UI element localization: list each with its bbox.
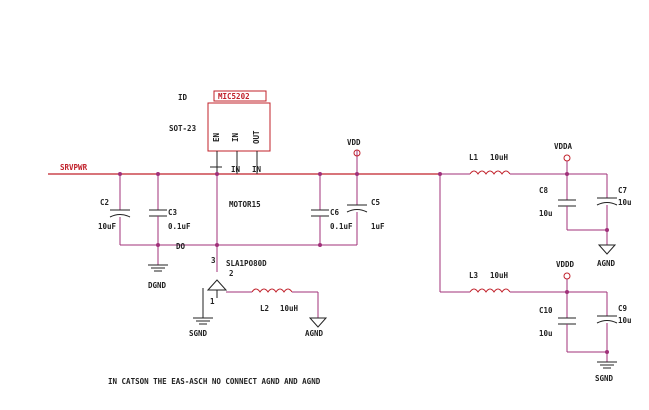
junction-dot — [318, 172, 322, 176]
footer-note: IN CATSON THE EAS-ASCH NO CONNECT AGND A… — [108, 377, 321, 386]
c7-value: 10u — [618, 198, 632, 207]
c10-value: 10u — [539, 329, 553, 338]
l2-symbol — [251, 288, 293, 293]
c10-ref: C10 — [539, 306, 553, 315]
net-label-sgnd: SGND — [189, 329, 208, 338]
l1-ref: L1 — [469, 153, 479, 162]
junction-dot — [156, 243, 160, 247]
c6-ref: C6 — [330, 208, 340, 217]
c2-symbol — [109, 209, 131, 218]
c7-ref: C7 — [618, 186, 627, 195]
ic-pin-out: OUT — [252, 130, 261, 144]
ic-pin-in-label: IN — [231, 165, 241, 174]
ic-pin-out-label: IN — [252, 165, 262, 174]
junction-dot — [318, 243, 322, 247]
c7-symbol — [596, 197, 618, 206]
junction-dot — [605, 228, 609, 232]
l2-ref: L2 — [260, 304, 269, 313]
c5-ref: C5 — [371, 198, 380, 207]
l3-symbol — [469, 288, 511, 293]
net-label-vdd: VDD — [347, 138, 361, 147]
c6-value: 0.1uF — [330, 222, 353, 231]
c9-symbol — [596, 315, 618, 324]
junction-dot — [355, 172, 359, 176]
upper-agnd-symbol — [597, 244, 617, 255]
c5-value: 1uF — [371, 222, 385, 231]
junction-dot — [605, 350, 609, 354]
l1-value: 10uH — [490, 153, 509, 162]
junction-dot — [118, 172, 122, 176]
ic-pin-en: EN — [212, 132, 221, 142]
c2-value: 10uF — [98, 222, 117, 231]
c8-value: 10u — [539, 209, 553, 218]
jumper-pin-2: 2 — [229, 269, 234, 278]
net-label-vddd: VDDD — [556, 260, 575, 269]
net-label-ground-node: DO — [176, 242, 186, 251]
sgnd-symbol — [193, 317, 213, 325]
ic-ref: ID — [178, 93, 188, 102]
vddd-port-symbol — [563, 272, 571, 280]
c8-symbol — [558, 199, 576, 207]
junction-dot — [215, 243, 219, 247]
jumper-symbol — [206, 279, 228, 291]
c2-ref: C2 — [100, 198, 109, 207]
junction-dot — [215, 172, 219, 176]
jumper-pin-1: 1 — [210, 297, 215, 306]
net-label-vdda: VDDA — [554, 142, 573, 151]
c5-symbol — [346, 204, 368, 213]
c10-symbol — [558, 317, 576, 325]
junction-dot — [156, 172, 160, 176]
net-label-srvpwr: SRVPWR — [60, 163, 88, 172]
c3-ref: C3 — [168, 208, 178, 217]
ic-part-label: MIC5202 — [218, 92, 250, 101]
c3-value: 0.1uF — [168, 222, 191, 231]
l1-symbol — [469, 170, 511, 175]
c3-symbol — [149, 209, 167, 217]
c9-ref: C9 — [618, 304, 628, 313]
junction-dot — [438, 172, 442, 176]
l3-ref: L3 — [469, 271, 479, 280]
ic-pin-in: IN — [231, 132, 240, 142]
vdda-port-symbol — [563, 154, 571, 162]
ic-package: SOT-23 — [169, 124, 197, 133]
jumper-pin-3: 3 — [211, 256, 216, 265]
jumper-ref: SLA1PO80D — [226, 259, 267, 268]
dgnd-symbol — [148, 264, 168, 272]
ic-part-box — [213, 90, 267, 102]
junction-dot — [565, 290, 569, 294]
ic-body — [207, 102, 271, 152]
ic-note: MOTOR15 — [229, 200, 261, 209]
net-label-agnd-2: AGND — [597, 259, 616, 268]
c8-ref: C8 — [539, 186, 549, 195]
net-label-dgnd: DGND — [148, 281, 167, 290]
net-label-agnd: AGND — [305, 329, 324, 338]
agnd-symbol — [308, 317, 328, 328]
lower-sgnd-symbol — [597, 361, 617, 369]
c6-symbol — [311, 209, 329, 217]
net-label-sgnd-2: SGND — [595, 374, 614, 383]
vdd-port-symbol — [353, 149, 361, 157]
c9-value: 10u — [618, 316, 632, 325]
junction-dot — [565, 172, 569, 176]
l3-value: 10uH — [490, 271, 509, 280]
l2-value: 10uH — [280, 304, 299, 313]
